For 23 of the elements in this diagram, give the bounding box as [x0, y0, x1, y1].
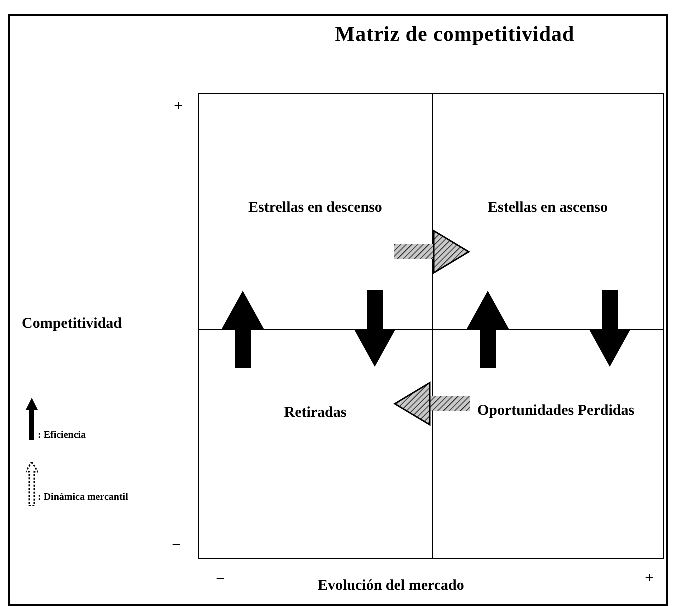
quadrant-label: Estrellas en descenso	[248, 199, 384, 218]
legend-text: : Eficiencia	[38, 430, 86, 441]
legend-text: : Dinámica mercantil	[38, 492, 128, 503]
quadrant-label: Estellas en ascenso	[487, 199, 609, 218]
hatched-arrow	[394, 382, 470, 426]
matrix-quadrant	[198, 93, 433, 330]
axis-sign: −	[172, 537, 182, 555]
hatched-arrow	[394, 230, 470, 274]
axis-label: Competitividad	[22, 316, 122, 332]
block-arrow	[467, 291, 509, 368]
quadrant-label: Retiradas	[283, 404, 348, 423]
diagram-title: Matriz de competitividad	[334, 22, 576, 47]
axis-sign: +	[645, 570, 654, 588]
block-arrow	[354, 290, 396, 367]
axis-sign: −	[216, 571, 226, 589]
matrix-quadrant	[198, 329, 433, 559]
block-arrow	[222, 291, 264, 368]
axis-label: Evolución del mercado	[318, 578, 464, 594]
block-arrow	[589, 290, 631, 367]
quadrant-label: Oportunidades Perdidas	[476, 402, 636, 421]
matrix-quadrant	[432, 93, 664, 330]
matrix-quadrant	[432, 329, 664, 559]
axis-sign: +	[174, 98, 184, 116]
